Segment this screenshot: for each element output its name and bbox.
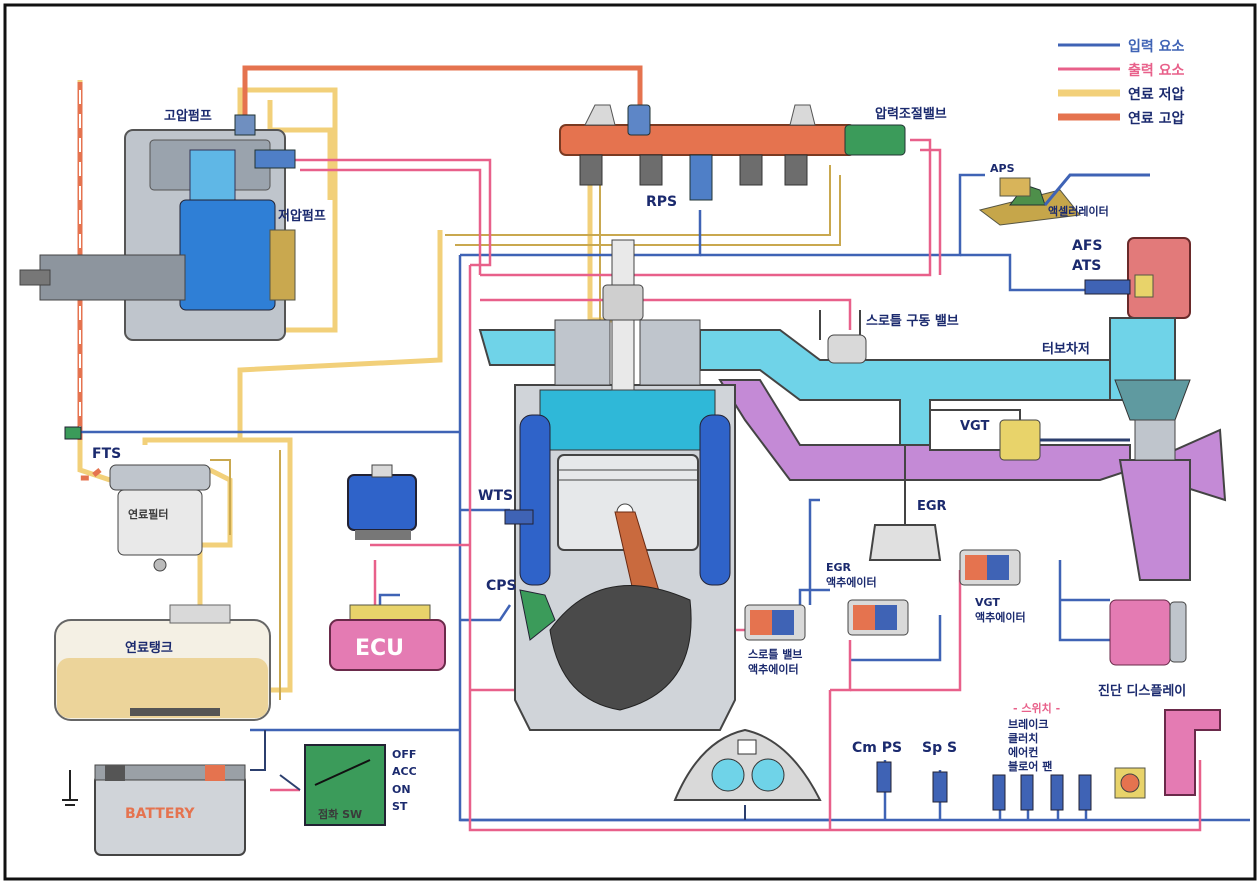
ignition-switch-label: 점화 SW (318, 807, 362, 821)
legend-label-fuel-high: 연료 고압 (1128, 111, 1185, 127)
rps-label: RPS (646, 194, 677, 210)
egr-actuator (847, 599, 909, 636)
vgt-unit (929, 409, 1130, 461)
battery (62, 764, 246, 856)
throttle-actuator (744, 604, 806, 641)
instrument-cluster (673, 728, 822, 801)
egr-actuator-label-1: EGR (826, 561, 852, 574)
ats-label: ATS (1072, 258, 1101, 274)
aps-label: APS (990, 162, 1015, 175)
throttle-actuator-label-1: 스로틀 밸브 (748, 647, 802, 661)
throttle-valve (819, 310, 867, 364)
switch-label-brake: 브레이크 (1008, 717, 1048, 731)
sw-acc-label: ACC (392, 765, 417, 778)
egr-actuator-label-2: 액추에이터 (826, 575, 877, 589)
high-pressure-pump (19, 114, 296, 341)
switch-label-aircon: 에어컨 (1008, 745, 1038, 759)
common-rail (559, 104, 906, 201)
cps-label: CPS (486, 578, 517, 594)
input-wires (80, 173, 1250, 822)
air-flow-sensor (1084, 237, 1191, 319)
afs-label: AFS (1072, 238, 1102, 254)
accelerator-label: 액셀러레이터 (1048, 204, 1109, 218)
ignition-switch (304, 744, 386, 826)
relay-box (347, 464, 417, 540)
alternator (1109, 599, 1187, 666)
legend-label-input: 입력 요소 (1128, 39, 1185, 55)
accelerator-pedal (978, 173, 1150, 226)
warning-lamp (1114, 767, 1146, 799)
diag-display-label: 진단 디스플레이 (1098, 683, 1186, 699)
fuel-filter-label: 연료필터 (128, 507, 168, 521)
exhaust-manifold (718, 379, 1227, 581)
fuel-filter (64, 426, 211, 572)
sp-s-label: Sp S (922, 740, 957, 756)
throttle-actuator-label-2: 액추에이터 (748, 662, 799, 676)
turbocharger-label: 터보차저 (1042, 341, 1090, 357)
cm-ps-sensor (876, 761, 892, 793)
turbocharger (1114, 379, 1191, 461)
sw-st-label: ST (392, 800, 408, 813)
egr-label: EGR (917, 499, 947, 514)
legend-label-output: 출력 요소 (1128, 62, 1185, 79)
vgt-label: VGT (960, 419, 990, 434)
diag-display (1164, 709, 1221, 796)
switch-label-blower: 블로어 팬 (1008, 759, 1052, 773)
fuel-tank (54, 604, 271, 721)
wts-label: WTS (478, 488, 513, 504)
vgt-actuator-label-2: 액추에이터 (975, 610, 1026, 624)
ecu-unit (329, 604, 446, 671)
high-pressure-pump-label: 고압펌프 (164, 108, 212, 124)
switch-row (992, 774, 1092, 811)
vgt-actuator (959, 549, 1021, 586)
sw-on-label: ON (392, 783, 411, 796)
switch-label-clutch: 클러치 (1008, 731, 1038, 745)
fts-label: FTS (92, 446, 121, 462)
vgt-actuator-label-1: VGT (975, 596, 1000, 609)
system-lines (250, 730, 746, 820)
switch-header: - 스위치 - (1013, 701, 1060, 715)
sw-off-label: OFF (392, 748, 416, 761)
low-pressure-pump-label: 저압펌프 (278, 208, 326, 224)
throttle-valve-label: 스로틀 구동 밸브 (866, 313, 959, 329)
pressure-valve-label: 압력조절밸브 (875, 107, 947, 122)
cm-ps-label: Cm PS (852, 740, 902, 756)
egr-valve (868, 445, 942, 561)
legend-label-fuel-low: 연료 저압 (1128, 87, 1185, 103)
fuel-tank-label: 연료탱크 (125, 640, 173, 656)
battery-label: BATTERY (125, 806, 195, 822)
engine-block (504, 239, 736, 731)
sp-s-sensor (932, 771, 948, 803)
ecu-label: ECU (355, 636, 404, 661)
legend: 입력 요소 출력 요소 연료 저압 연료 고압 (1058, 39, 1185, 127)
